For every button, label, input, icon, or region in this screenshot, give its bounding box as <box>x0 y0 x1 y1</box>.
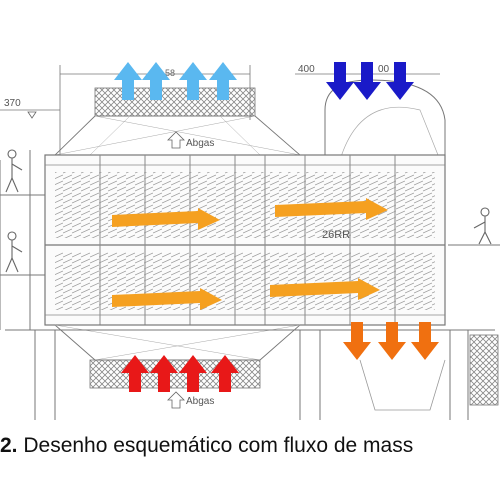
up-arrow-icon <box>150 355 178 392</box>
up-arrow-icon <box>142 62 170 100</box>
abgas-top-label: Abgas <box>186 138 214 149</box>
dimension-370: 370 <box>4 98 21 109</box>
flow-arrow-icon <box>112 208 220 230</box>
top-hopper <box>53 115 302 156</box>
flow-arrow-icon <box>112 288 222 310</box>
up-arrow-icon <box>179 355 207 392</box>
up-arrow-icon <box>114 62 142 100</box>
platforms <box>0 150 500 330</box>
bottom-right-hopper <box>359 359 446 411</box>
top-inlet-duct <box>94 87 256 117</box>
outlet-bottom-arrows <box>343 322 439 360</box>
abgas-top-arrow-icon <box>167 131 185 149</box>
down-arrow-icon <box>353 62 381 100</box>
dimension-00: 00 <box>378 64 390 75</box>
level-marker <box>27 111 37 119</box>
flow-arrow-icon <box>275 198 388 220</box>
figure-caption: 2. Desenho esquemático com fluxo de mass <box>0 434 500 464</box>
right-dome-inner <box>339 106 441 161</box>
support-structure <box>5 329 495 420</box>
up-arrow-icon <box>179 62 207 100</box>
worker-figure-icon <box>5 149 492 273</box>
up-arrow-icon <box>121 355 149 392</box>
caption-number: 2. <box>0 434 18 457</box>
center-label: 26RR <box>322 229 350 241</box>
abgas-bottom-arrow-icon <box>167 391 185 409</box>
bottom-hopper-bracing <box>54 324 301 361</box>
up-arrow-icon <box>211 355 239 392</box>
down-arrow-icon <box>326 62 354 100</box>
bottom-inlet-duct <box>89 359 261 389</box>
down-arrow-icon <box>411 322 439 360</box>
inlet-bottom-arrows <box>121 355 239 392</box>
flow-arrows <box>112 198 388 310</box>
top-hopper-bracing <box>54 115 301 156</box>
up-arrow-icon <box>209 62 237 100</box>
dimension-400: 400 <box>298 64 315 75</box>
down-arrow-icon <box>343 322 371 360</box>
caption-text: Desenho esquemático com fluxo de mass <box>17 434 414 457</box>
bottom-right-duct <box>469 334 499 406</box>
outlet-top-arrows <box>326 62 414 100</box>
stub-label: 58 <box>165 68 175 78</box>
abgas-bottom-label: Abgas <box>186 396 214 407</box>
schematic-drawing: 370 400 00 58 Abgas 26RR <box>0 62 500 420</box>
down-arrow-icon <box>378 322 406 360</box>
inlet-top-arrows <box>114 62 237 100</box>
flow-arrow-icon <box>270 278 380 300</box>
down-arrow-icon <box>386 62 414 100</box>
